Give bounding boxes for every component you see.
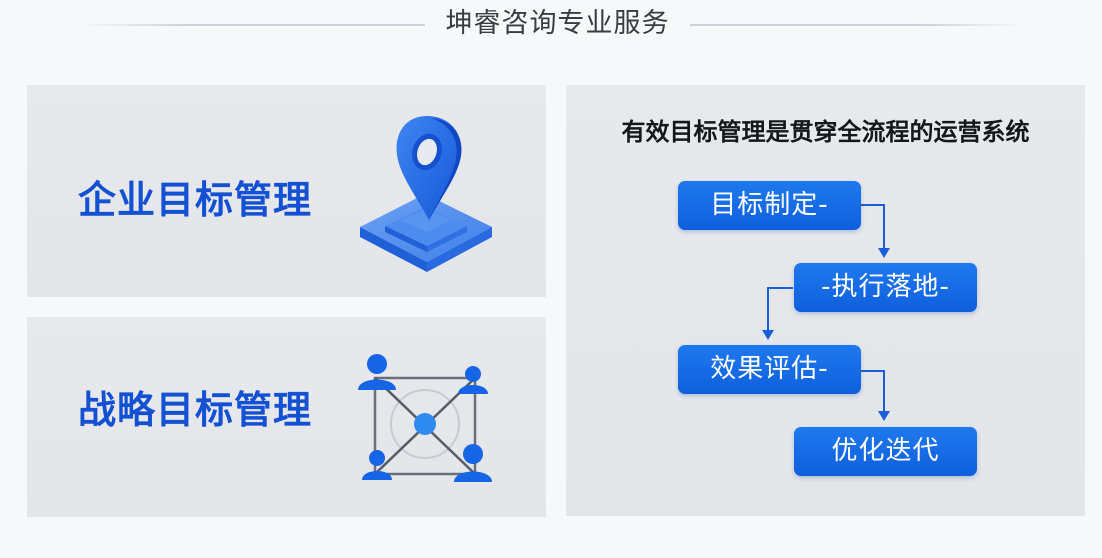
panel-enterprise-goal [27,85,546,297]
step-evaluation: 效果评估- [678,345,861,394]
step-execution: -执行落地- [794,263,977,312]
page-title: 坤睿咨询专业服务 [445,8,670,39]
process-flow-title: 有效目标管理是贯穿全流程的运营系统 [621,118,1030,146]
strategic-goal-label: 战略目标管理 [78,388,313,432]
panel-strategic-goal [27,317,546,517]
header-divider-right [690,24,1025,26]
header-divider-left [80,24,425,26]
network-people-icon [358,354,492,482]
step-optimization: 优化迭代 [794,427,977,476]
enterprise-goal-label: 企业目标管理 [78,178,313,222]
step-goal-setting: 目标制定- [678,181,861,230]
location-pin-icon [360,116,492,272]
